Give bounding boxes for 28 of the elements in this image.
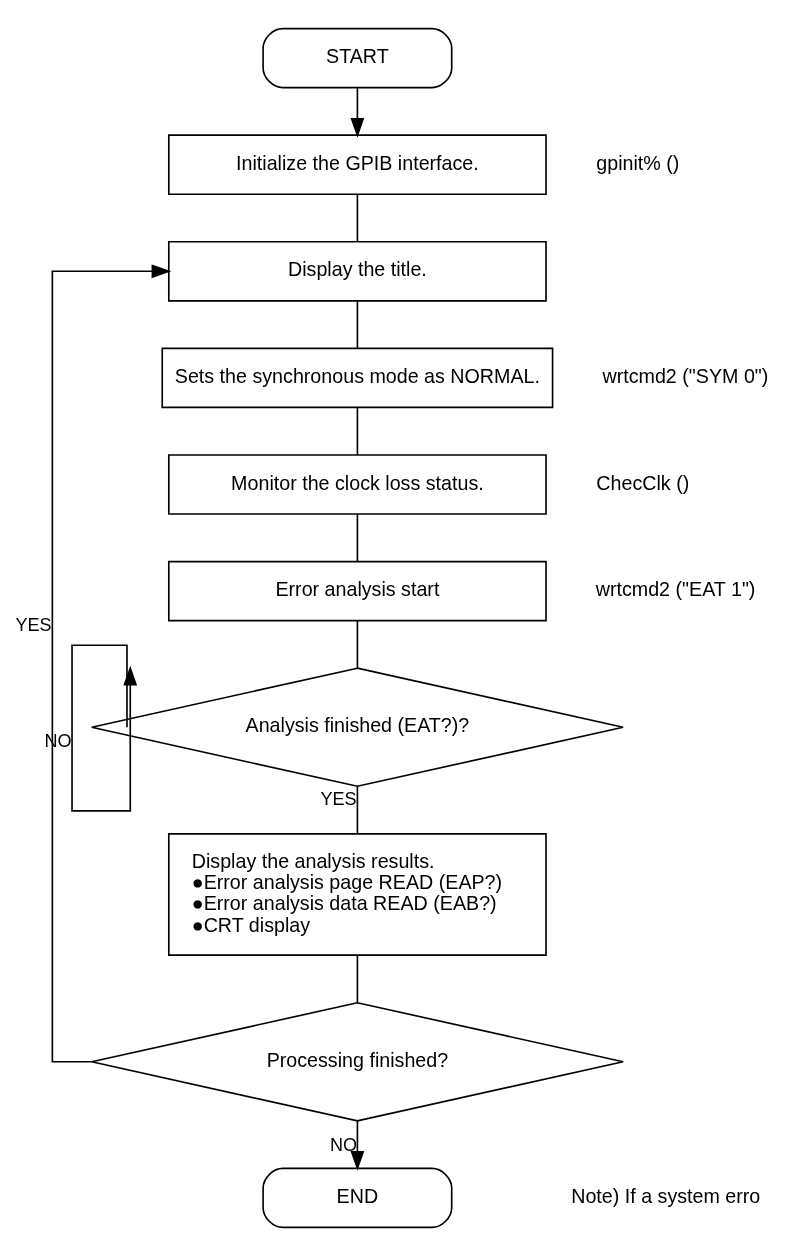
connector (356, 406, 359, 456)
node-box: Monitor the clock loss status. (168, 453, 547, 515)
node-diamond: Processing finished? (90, 1001, 624, 1122)
arrow (350, 1119, 365, 1171)
edge-label: NO (329, 1134, 357, 1155)
connector (356, 299, 359, 349)
node-box: Error analysis start (168, 560, 547, 621)
arrow (51, 263, 172, 1063)
node-box: END (262, 1167, 453, 1228)
edge-label: YES (15, 614, 52, 635)
node-label: wrtcmd2 ("EAT 1") (595, 577, 756, 600)
connector (356, 619, 359, 669)
node-box: Display the analysis results. ●Error analysis page READ (EAP?) ●Error analysis data READ (EAB?) ●CRT display (168, 832, 547, 956)
node-box: Sets the synchronous mode as NORMAL. (161, 347, 554, 408)
connector (356, 193, 359, 243)
label: Note) If a system erro (571, 1184, 761, 1207)
node-box: START (262, 27, 453, 88)
connector (356, 785, 359, 834)
arrow (350, 86, 365, 138)
node-label: gpinit% () (596, 151, 680, 174)
arrow (71, 643, 138, 812)
node-label: ChecClk () (596, 471, 690, 494)
node-box: Display the title. (168, 240, 547, 302)
edge-label: YES (320, 788, 357, 809)
node-label: wrtcmd2 ("SYM 0") (602, 364, 769, 387)
connector (356, 954, 359, 1003)
connector (356, 512, 359, 562)
node-box: Initialize the GPIB interface. (168, 133, 547, 195)
